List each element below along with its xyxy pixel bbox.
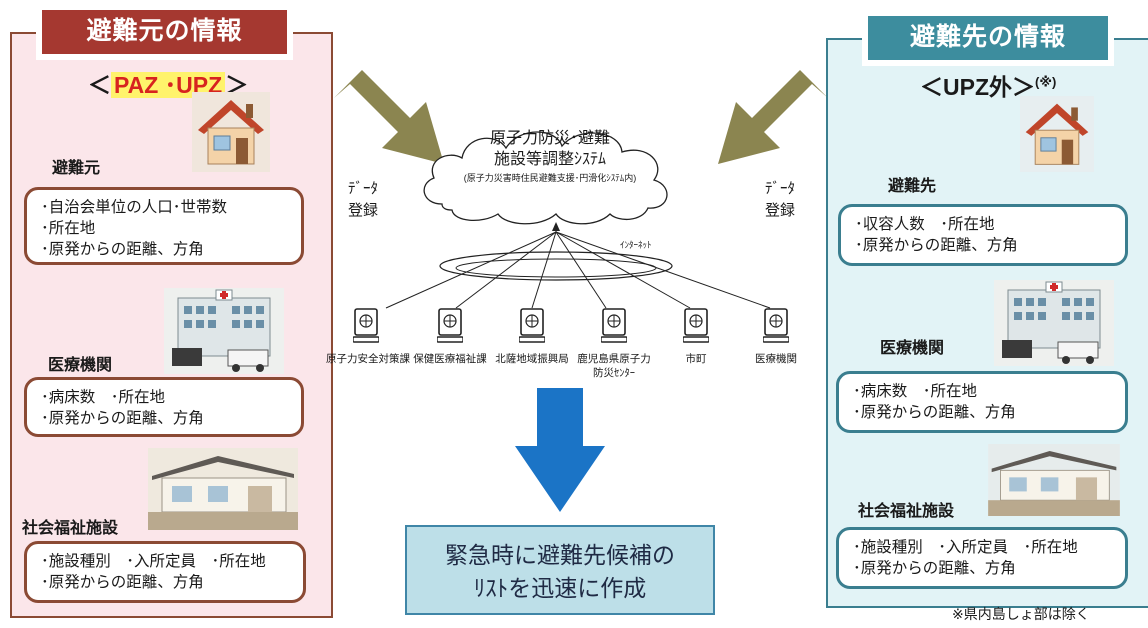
computer-icon: [519, 308, 545, 343]
destination-zone-subtitle: ＜UPZ外＞(※): [920, 74, 1057, 100]
computer-icon: [601, 308, 627, 343]
source-zone-subtitle: ＜PAZ ･UPZ＞: [88, 72, 249, 98]
computer-icon: [683, 308, 709, 343]
terminal-label: 保健医療福祉課: [413, 353, 487, 365]
data-entry-arrow-left: [334, 70, 444, 164]
destination-welfare-box: ･施設種別 ･入所定員 ･所在地 ･原発からの距離、方角: [836, 527, 1128, 589]
down-arrow: [515, 388, 605, 512]
computer-icon: [437, 308, 463, 343]
terminal-label: 原子力安全対策課: [326, 353, 410, 365]
internet-ellipse: [439, 251, 673, 281]
source-medical-box: ･病床数 ･所在地 ･原発からの距離、方角: [24, 377, 304, 437]
source-section-label-medical: 医療機関: [48, 357, 113, 374]
terminal-label: 鹿児島県原子力 防災ｾﾝﾀｰ: [577, 353, 651, 379]
source-section-label-evacuation-origin: 避難元: [52, 160, 101, 177]
computer-icon: [763, 308, 789, 343]
footnote: ※県内島しょ部は除く: [952, 606, 1090, 622]
terminal-label: 市町: [685, 353, 707, 365]
source-welfare-box: ･施設種別 ･入所定員 ･所在地 ･原発からの距離、方角: [24, 541, 306, 603]
source-section-label-welfare: 社会福祉施設: [22, 520, 119, 537]
house-icon: [1020, 96, 1094, 172]
data-entry-label-left: ﾃﾞｰﾀ 登録: [348, 180, 379, 219]
data-entry-arrow-right: [718, 70, 828, 164]
hospital-icon: [164, 288, 284, 374]
result-box: 緊急時に避難先候補の ﾘｽﾄを迅速に作成: [405, 525, 715, 615]
computer-icon: [353, 308, 379, 343]
internet-label: ｲﾝﾀｰﾈｯﾄ: [620, 240, 652, 250]
hospital-icon: [994, 280, 1114, 366]
destination-medical-box: ･病床数 ･所在地 ･原発からの距離、方角: [836, 371, 1128, 433]
note-marker: (※): [1035, 74, 1057, 90]
source-info-title: 避難元の情報: [42, 10, 287, 54]
house-icon: [192, 92, 270, 172]
terminal-label: 北薩地域振興局: [495, 353, 569, 365]
cloud-shape: [423, 131, 668, 225]
source-evacuation-origin-box: ･自治会単位の人口･世帯数 ･所在地 ･原発からの距離、方角: [24, 187, 304, 265]
terminal-label: 医療機関: [755, 353, 797, 365]
destination-section-label-welfare: 社会福祉施設: [858, 503, 955, 520]
system-cloud-label: 原子力防災･避難 施設等調整ｼｽﾃﾑ (原子力災害時住民避難支援･円滑化ｼｽﾃﾑ…: [463, 130, 637, 183]
destination-section-label-medical: 医療機関: [880, 340, 945, 357]
destination-info-title: 避難先の情報: [868, 16, 1108, 60]
network-diagram: [385, 131, 771, 309]
data-entry-label-right: ﾃﾞｰﾀ 登録: [765, 180, 796, 219]
destination-shelter-box: ･収容人数 ･所在地 ･原発からの距離、方角: [838, 204, 1128, 266]
welfare-facility-icon: [988, 444, 1120, 516]
destination-section-label-shelter: 避難先: [888, 178, 937, 195]
welfare-facility-icon: [148, 448, 298, 530]
